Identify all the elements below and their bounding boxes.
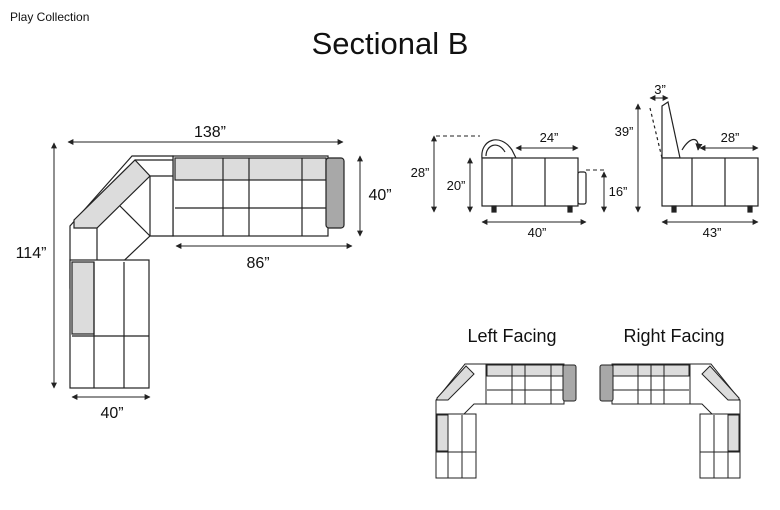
recline-body: [661, 157, 759, 207]
dim-label-chaise: 40”: [100, 405, 123, 422]
plan-corner-backrest: [73, 159, 151, 229]
right-facing-label: Right Facing: [623, 326, 724, 346]
plan-view: [69, 155, 345, 389]
brand-label: Play Collection: [10, 10, 90, 24]
recline-label-tilt: 3”: [654, 82, 666, 97]
dim-label-seat-depth: 40”: [368, 187, 391, 204]
recline-label-height: 39”: [615, 124, 634, 139]
right-facing-plan: [599, 363, 741, 479]
dim-label-width: 138”: [194, 124, 226, 141]
side-label-depth: 40”: [528, 225, 547, 240]
recline-label-cushion-depth: 28”: [721, 130, 740, 145]
plan-lower-backrest: [71, 261, 95, 335]
recline-label-depth: 43”: [703, 225, 722, 240]
plan-long-backrest: [174, 157, 327, 181]
side-label-seat-height: 20”: [447, 178, 466, 193]
left-facing-plan: [435, 363, 577, 479]
side-body: [481, 157, 579, 207]
recline-view: [649, 101, 759, 213]
side-label-cushion-depth: 24”: [540, 130, 559, 145]
side-label-arm-height: 16”: [609, 184, 628, 199]
dim-label-long-side: 86”: [246, 255, 269, 272]
dim-label-depth: 114”: [16, 245, 47, 262]
left-facing-label: Left Facing: [467, 326, 556, 346]
page-title: Sectional B: [311, 26, 469, 61]
side-view: [481, 139, 587, 213]
plan-right-arm: [325, 157, 345, 229]
side-label-height: 28”: [411, 165, 430, 180]
